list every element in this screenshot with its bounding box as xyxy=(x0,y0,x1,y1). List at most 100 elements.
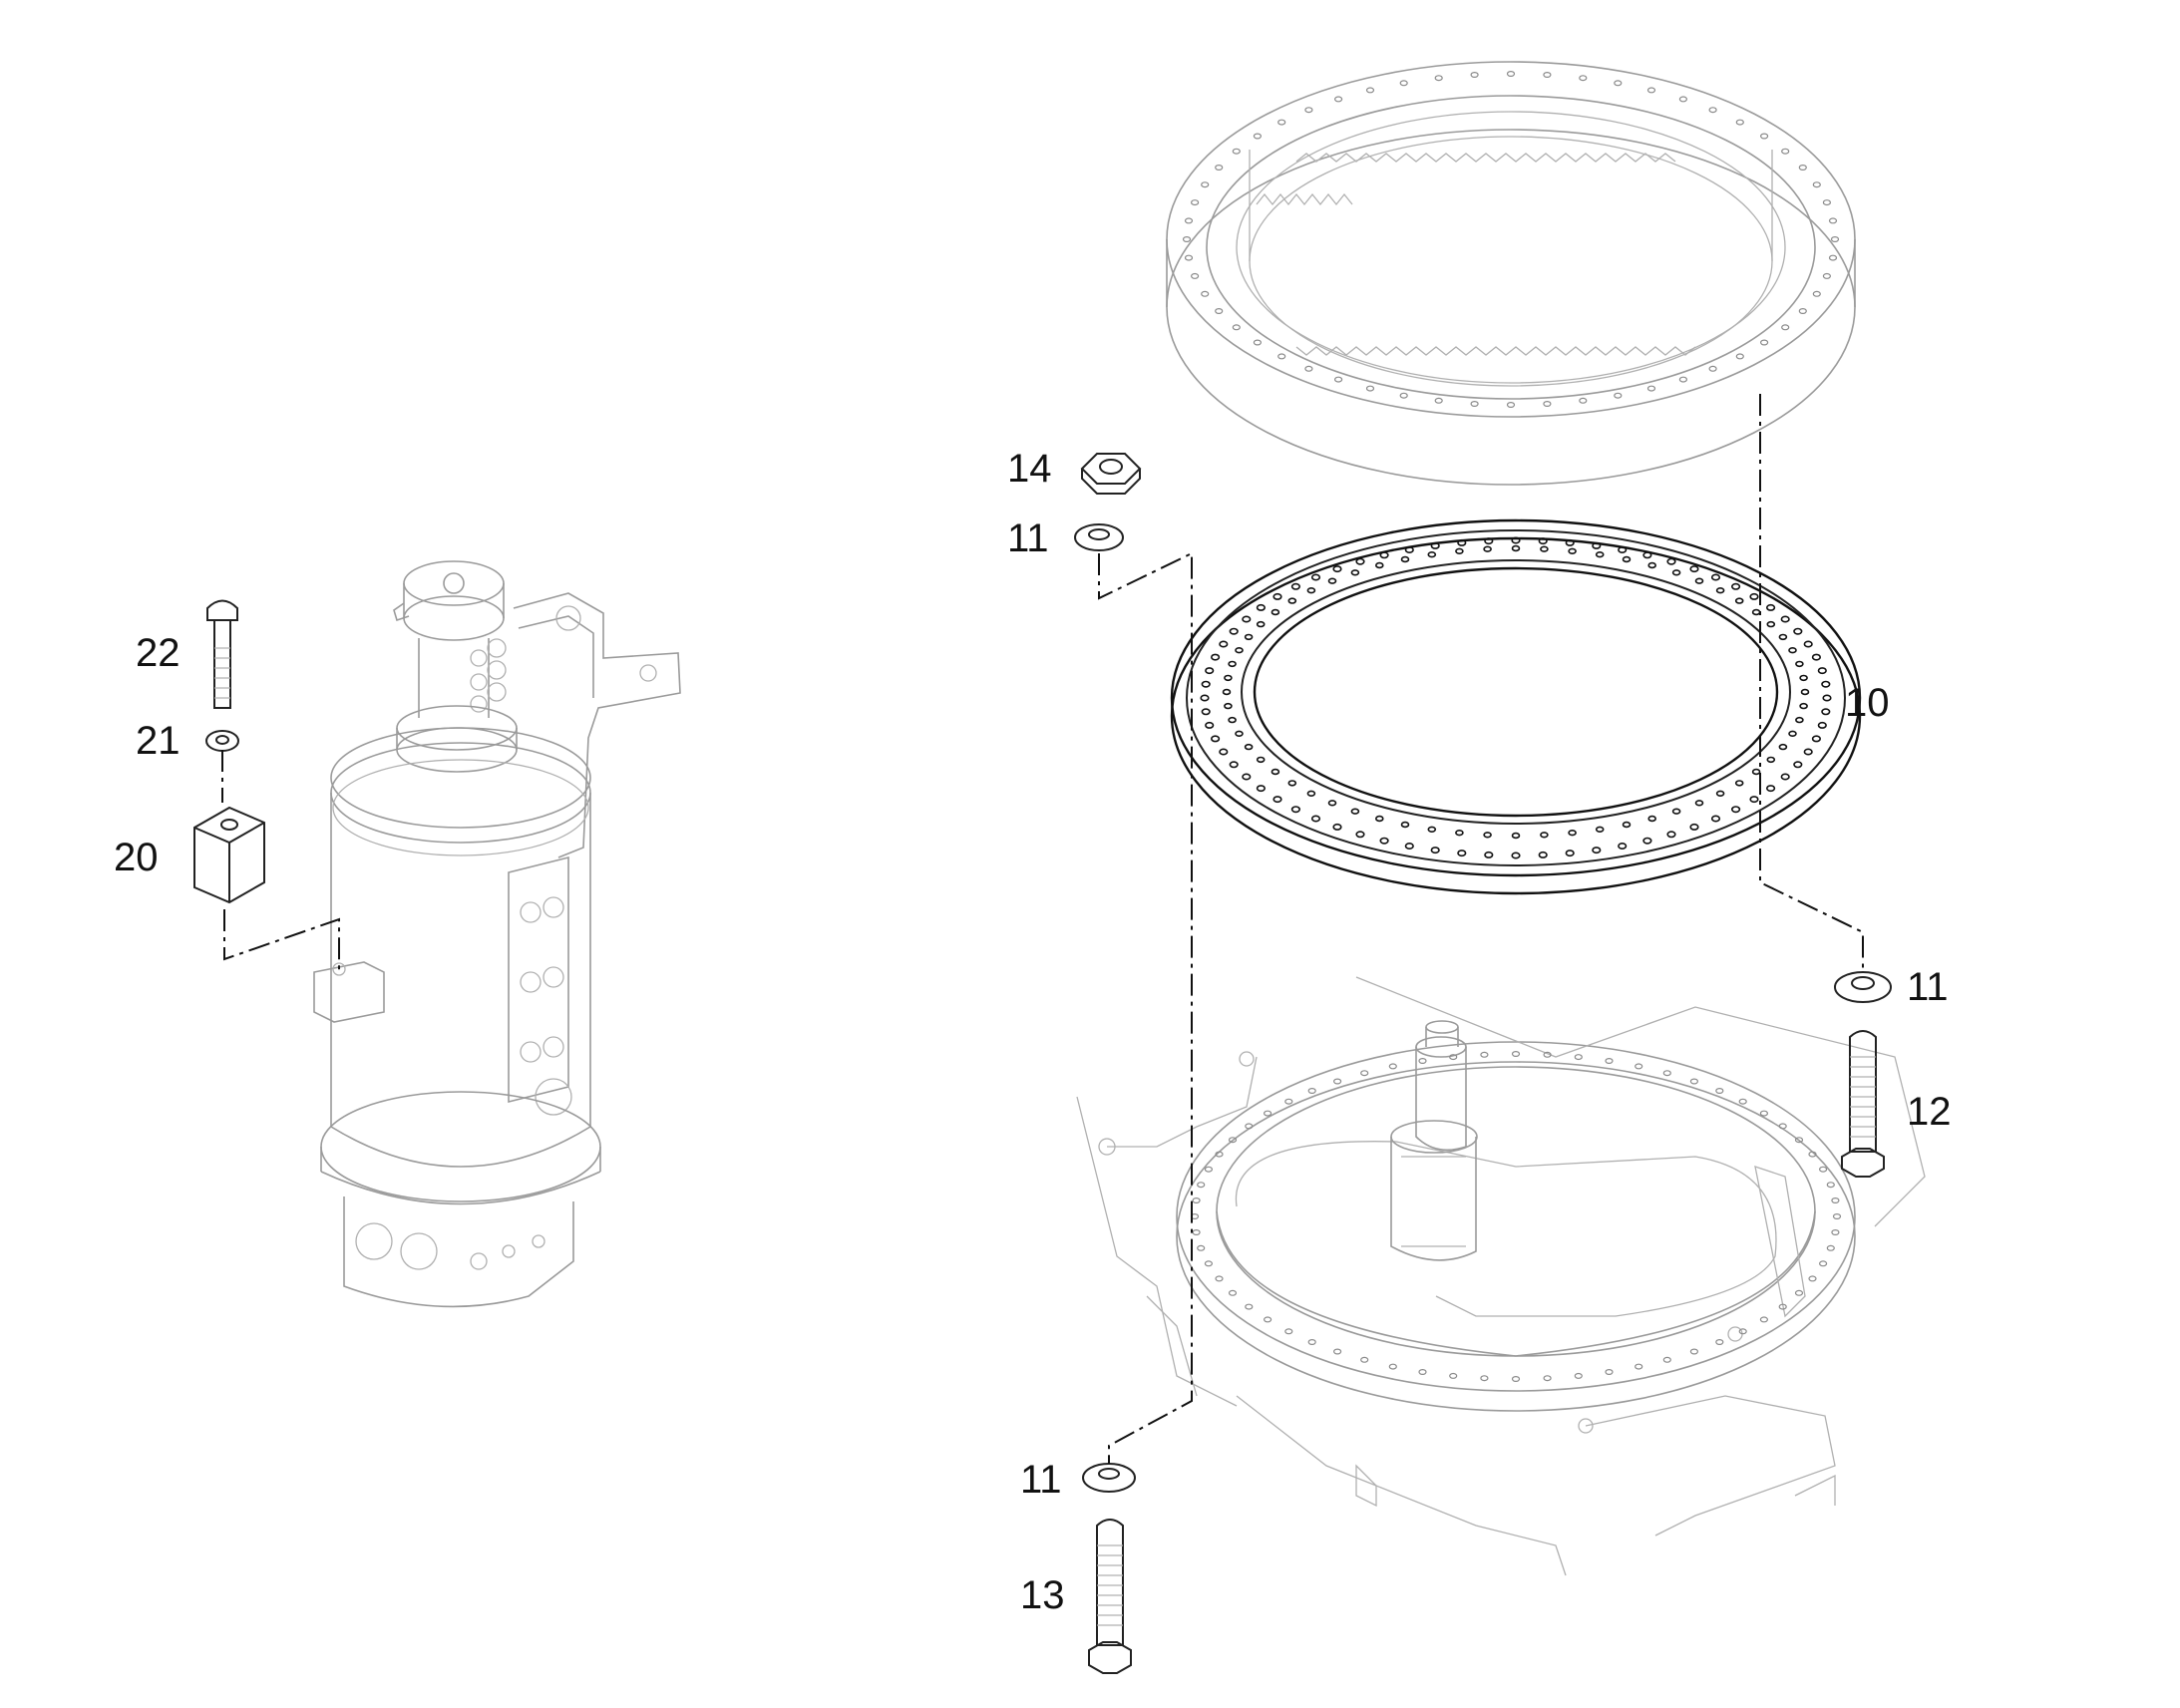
bolt-hole xyxy=(1427,550,1437,558)
leader-11-right-line xyxy=(1759,394,1864,972)
bolt-hole xyxy=(1449,1372,1458,1379)
bolt-hole xyxy=(1734,597,1744,604)
washer-11-right-icon xyxy=(1834,971,1892,1003)
bolt-hole xyxy=(1543,71,1552,78)
bolt-hole xyxy=(1215,1151,1224,1158)
bolt-hole xyxy=(1811,735,1821,743)
bolt-hole xyxy=(1622,821,1632,829)
bolt-hole xyxy=(1182,236,1192,243)
bolt-hole xyxy=(1798,308,1807,315)
bolt-hole xyxy=(1817,667,1827,675)
bolt-22-icon xyxy=(206,599,238,709)
bolt-hole xyxy=(1327,577,1337,584)
bolt-hole xyxy=(1184,254,1194,261)
bolt-hole xyxy=(1355,557,1365,565)
bolt-hole xyxy=(1565,538,1575,546)
bolt-hole xyxy=(1678,376,1688,383)
bolt-hole xyxy=(1614,80,1623,87)
bolt-hole xyxy=(1592,541,1602,549)
bolt-hole xyxy=(1715,586,1725,594)
bolt-hole xyxy=(1759,133,1769,140)
bolt-hole xyxy=(1708,107,1717,114)
bolt-hole xyxy=(1455,547,1464,554)
bolt-hole xyxy=(1730,806,1741,814)
bolt-hole xyxy=(1817,721,1827,729)
bolt-hole xyxy=(1694,577,1704,584)
bolt-hole xyxy=(1766,756,1776,764)
bolt-hole xyxy=(1793,761,1803,769)
bolt-hole xyxy=(1795,716,1804,724)
bolt-hole xyxy=(1666,557,1676,565)
bolt-hole xyxy=(1197,1244,1206,1251)
bolt-hole xyxy=(1666,831,1676,839)
bolt-hole xyxy=(1272,796,1282,804)
bolt-hole xyxy=(1201,708,1211,716)
bolt-hole xyxy=(1830,236,1840,243)
bolt-hole xyxy=(1781,324,1790,331)
bolt-hole xyxy=(1434,75,1443,82)
bolt-hole xyxy=(1483,545,1492,552)
bolt-hole xyxy=(1284,1328,1293,1335)
bolt-hole xyxy=(1662,1356,1671,1363)
bolt-hole xyxy=(1304,107,1313,114)
bolt-hole xyxy=(1778,1303,1787,1310)
bolt-hole xyxy=(1332,565,1342,573)
bolt-hole xyxy=(1470,71,1479,78)
bolt-hole xyxy=(1427,826,1437,833)
bolt-hole xyxy=(1734,780,1744,787)
bolt-hole xyxy=(1215,1275,1224,1282)
block-20-icon xyxy=(193,806,265,904)
bolt-hole xyxy=(1332,823,1342,831)
bolt-hole xyxy=(1808,1275,1817,1282)
bolt-hole xyxy=(1332,1078,1342,1085)
bolt-hole xyxy=(1793,627,1803,635)
bolt-hole xyxy=(1215,165,1224,171)
bolt-hole xyxy=(1449,1054,1458,1061)
bolt-hole xyxy=(1579,75,1588,82)
bolt-hole xyxy=(1794,1137,1804,1144)
bolt-hole xyxy=(1749,592,1759,600)
bolt-hole xyxy=(1263,1316,1272,1323)
bolt-hole xyxy=(1470,401,1479,408)
bolt-hole xyxy=(1388,1363,1397,1370)
bolt-hole xyxy=(1332,1348,1342,1355)
bolt-hole xyxy=(1287,780,1297,787)
bolt-hole xyxy=(1244,633,1254,641)
bolt-hole xyxy=(1828,254,1838,261)
bolt-hole xyxy=(1749,796,1759,804)
bolt-hole xyxy=(1434,397,1443,404)
washer-11-bottom-icon xyxy=(1082,1463,1136,1493)
bolt-hole xyxy=(1219,640,1229,648)
bolt-hole xyxy=(1592,847,1602,854)
bolt-hole xyxy=(1290,806,1300,814)
bolt-hole xyxy=(1818,1166,1828,1173)
swivel-joint-assembly-icon xyxy=(313,560,681,1308)
leader-20-line xyxy=(223,909,340,972)
bolt-hole xyxy=(1715,790,1725,797)
bolt-hole xyxy=(1678,96,1688,103)
bolt-hole xyxy=(1245,1303,1254,1310)
bolt-hole xyxy=(1822,694,1832,702)
bolt-hole xyxy=(1822,199,1832,206)
bolt-hole xyxy=(1831,1228,1840,1235)
bolt-hole xyxy=(1457,850,1467,857)
bolt-hole xyxy=(1778,743,1788,751)
bolt-hole xyxy=(1511,1375,1521,1382)
bolt-hole xyxy=(1256,756,1266,764)
bolt-hole xyxy=(1800,688,1810,696)
bolt-hole xyxy=(1647,815,1656,823)
bolt-hole xyxy=(1256,785,1266,793)
bolt-hole xyxy=(1404,545,1414,553)
bolt-hole xyxy=(1201,181,1210,188)
bolt-hole xyxy=(1622,555,1632,563)
bolt-12-icon xyxy=(1841,1030,1885,1178)
bolt-hole xyxy=(1190,199,1200,206)
bolt-hole xyxy=(1215,308,1224,315)
callout-12: 12 xyxy=(1907,1090,1952,1134)
bolt-hole xyxy=(1538,851,1548,858)
bolt-hole xyxy=(1201,290,1210,297)
bolt-hole xyxy=(1595,826,1605,833)
leader-11-top-line xyxy=(1098,551,1193,1464)
bolt-hole xyxy=(1256,603,1266,611)
